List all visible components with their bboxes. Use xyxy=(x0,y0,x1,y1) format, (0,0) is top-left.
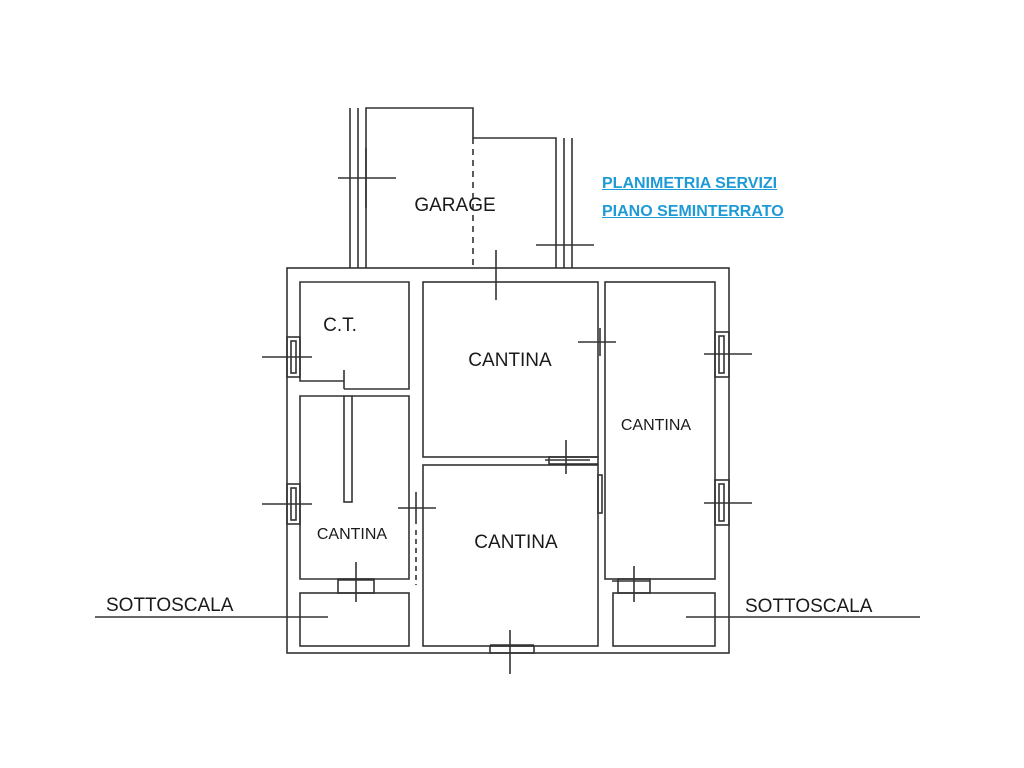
right-jamb-small xyxy=(597,474,603,514)
ct-label: C.T. xyxy=(323,315,357,336)
plan-title-line1[interactable]: PLANIMETRIA SERVIZI xyxy=(602,175,778,192)
cantina-center-top-label: CANTINA xyxy=(468,350,552,371)
walls xyxy=(95,107,920,674)
garage-label: GARAGE xyxy=(414,195,495,216)
sottoscala-left-room xyxy=(299,592,410,647)
cantina-right-room xyxy=(604,281,716,580)
cantina-center-top-room xyxy=(422,281,599,458)
garage-walls xyxy=(365,107,557,268)
cantina-center-bottom-door xyxy=(489,645,535,654)
cantina-center-bottom-room xyxy=(422,464,599,647)
cantina-center-bottom-label: CANTINA xyxy=(474,532,558,553)
cantina-left-room xyxy=(299,395,410,580)
cantina-left-label: CANTINA xyxy=(317,526,388,543)
plan-title-line2[interactable]: PIANO SEMINTERRATO xyxy=(602,203,784,220)
sottoscala-left-label: SOTTOSCALA xyxy=(106,595,234,616)
sottoscala-right-room xyxy=(612,592,716,647)
sottoscala-right-label: SOTTOSCALA xyxy=(745,596,873,617)
cantina-right-label: CANTINA xyxy=(621,417,692,434)
ct-room xyxy=(299,281,410,390)
cantina-left-partition xyxy=(343,395,353,503)
